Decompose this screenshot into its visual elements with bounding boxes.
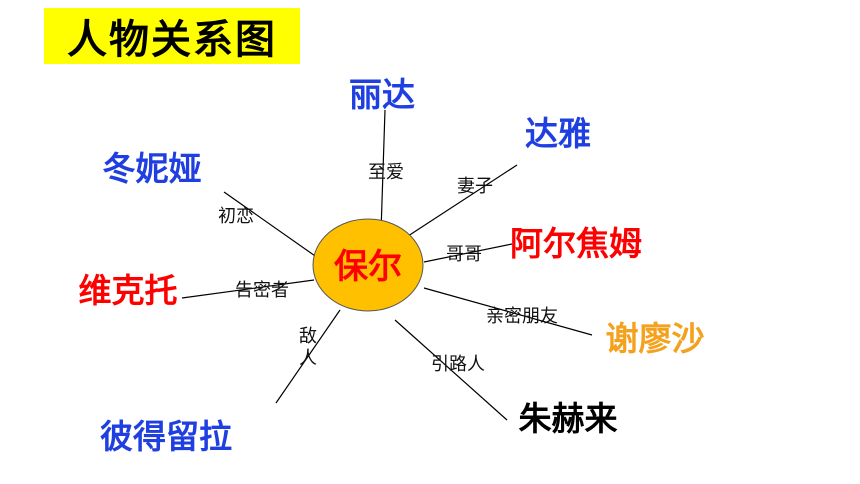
title-banner: 人物关系图 xyxy=(44,8,300,64)
diagram-title: 人物关系图 xyxy=(67,17,277,63)
center-name: 保尔 xyxy=(334,247,402,287)
connector-line xyxy=(423,287,593,336)
connector-line xyxy=(275,309,341,404)
connector-line xyxy=(423,243,513,263)
person-name: 冬妮娅 xyxy=(103,149,202,188)
connector-line xyxy=(223,191,319,259)
relation-label: 告密者 xyxy=(235,280,289,301)
relation-label: 妻子 xyxy=(457,176,493,197)
connector-line xyxy=(404,164,518,239)
connector-line xyxy=(394,319,508,421)
relation-label: 哥哥 xyxy=(446,244,482,265)
person-name: 朱赫来 xyxy=(519,399,618,438)
relation-label: 引路人 xyxy=(431,354,485,375)
relation-label: 敌人 xyxy=(299,326,317,369)
person-name: 维克托 xyxy=(79,271,178,310)
person-name: 达雅 xyxy=(525,114,591,153)
person-name: 阿尔焦姆 xyxy=(510,224,642,263)
person-name: 谢廖沙 xyxy=(606,319,705,358)
center-node xyxy=(312,218,424,312)
person-name: 彼得留拉 xyxy=(100,417,232,456)
connector-line xyxy=(380,109,386,233)
relation-label: 至爱 xyxy=(368,162,404,183)
relation-label: 初恋 xyxy=(218,205,254,227)
person-name: 丽达 xyxy=(349,75,415,114)
relation-label: 亲密朋友 xyxy=(486,306,558,327)
connector-line xyxy=(181,279,315,299)
